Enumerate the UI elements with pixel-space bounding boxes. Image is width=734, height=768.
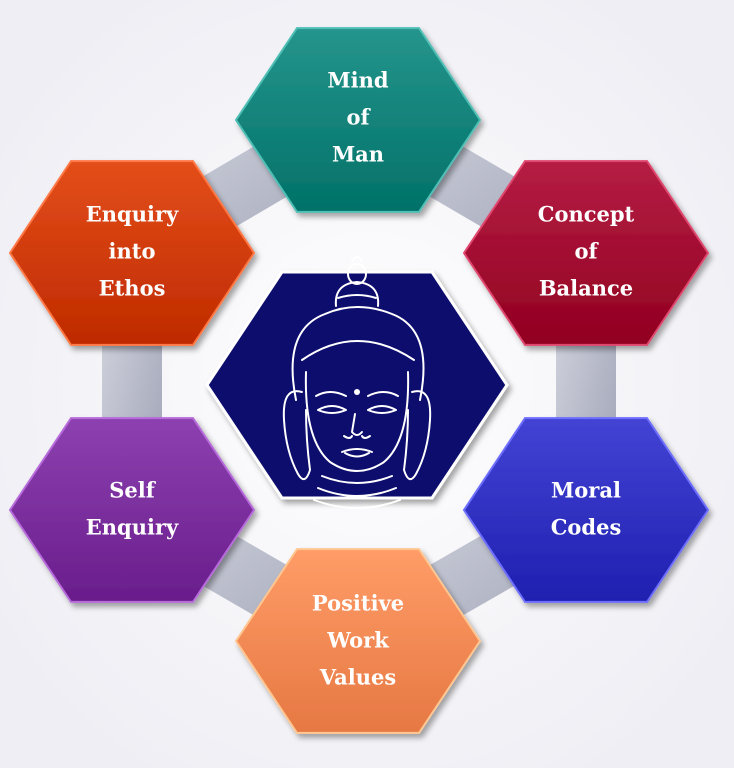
label-concept-of-balance-line-0: Concept xyxy=(538,202,635,227)
hexagon-shape-enquiry-into-ethos xyxy=(8,160,256,346)
label-mind-of-man-line-1: of xyxy=(346,105,371,130)
label-positive-work-values-line-2: Values xyxy=(319,665,396,690)
hexagon-shape-moral-codes xyxy=(462,417,710,603)
label-enquiry-into-ethos-line-0: Enquiry xyxy=(86,202,179,227)
label-positive-work-values-line-0: Positive xyxy=(312,591,404,616)
label-mind-of-man-line-0: Mind xyxy=(327,68,388,93)
hexagon-shape-mind-of-man xyxy=(234,27,482,213)
label-self-enquiry-line-1: Enquiry xyxy=(86,515,179,540)
center-hexagon-shape xyxy=(205,270,509,500)
label-mind-of-man-line-2: Man xyxy=(332,142,384,167)
label-enquiry-into-ethos-line-1: into xyxy=(109,239,156,264)
hexagon-shape-self-enquiry xyxy=(8,417,256,603)
label-moral-codes-line-0: Moral xyxy=(551,478,621,503)
center-hexagon xyxy=(205,256,509,509)
label-moral-codes-line-1: Codes xyxy=(551,515,622,540)
label-enquiry-into-ethos-line-2: Ethos xyxy=(99,276,166,301)
urna-dot xyxy=(354,389,360,395)
label-positive-work-values-line-1: Work xyxy=(326,628,389,653)
buddha-face-icon xyxy=(282,256,432,509)
label-concept-of-balance-line-1: of xyxy=(574,239,599,264)
hexagon-shape-concept-of-balance xyxy=(462,160,710,346)
label-concept-of-balance-line-2: Balance xyxy=(539,276,633,301)
hexagons: MindofManConceptofBalanceMoralCodesPosit… xyxy=(8,27,710,734)
hexagon-shape-positive-work-values xyxy=(234,548,482,734)
label-self-enquiry-line-0: Self xyxy=(109,478,157,503)
